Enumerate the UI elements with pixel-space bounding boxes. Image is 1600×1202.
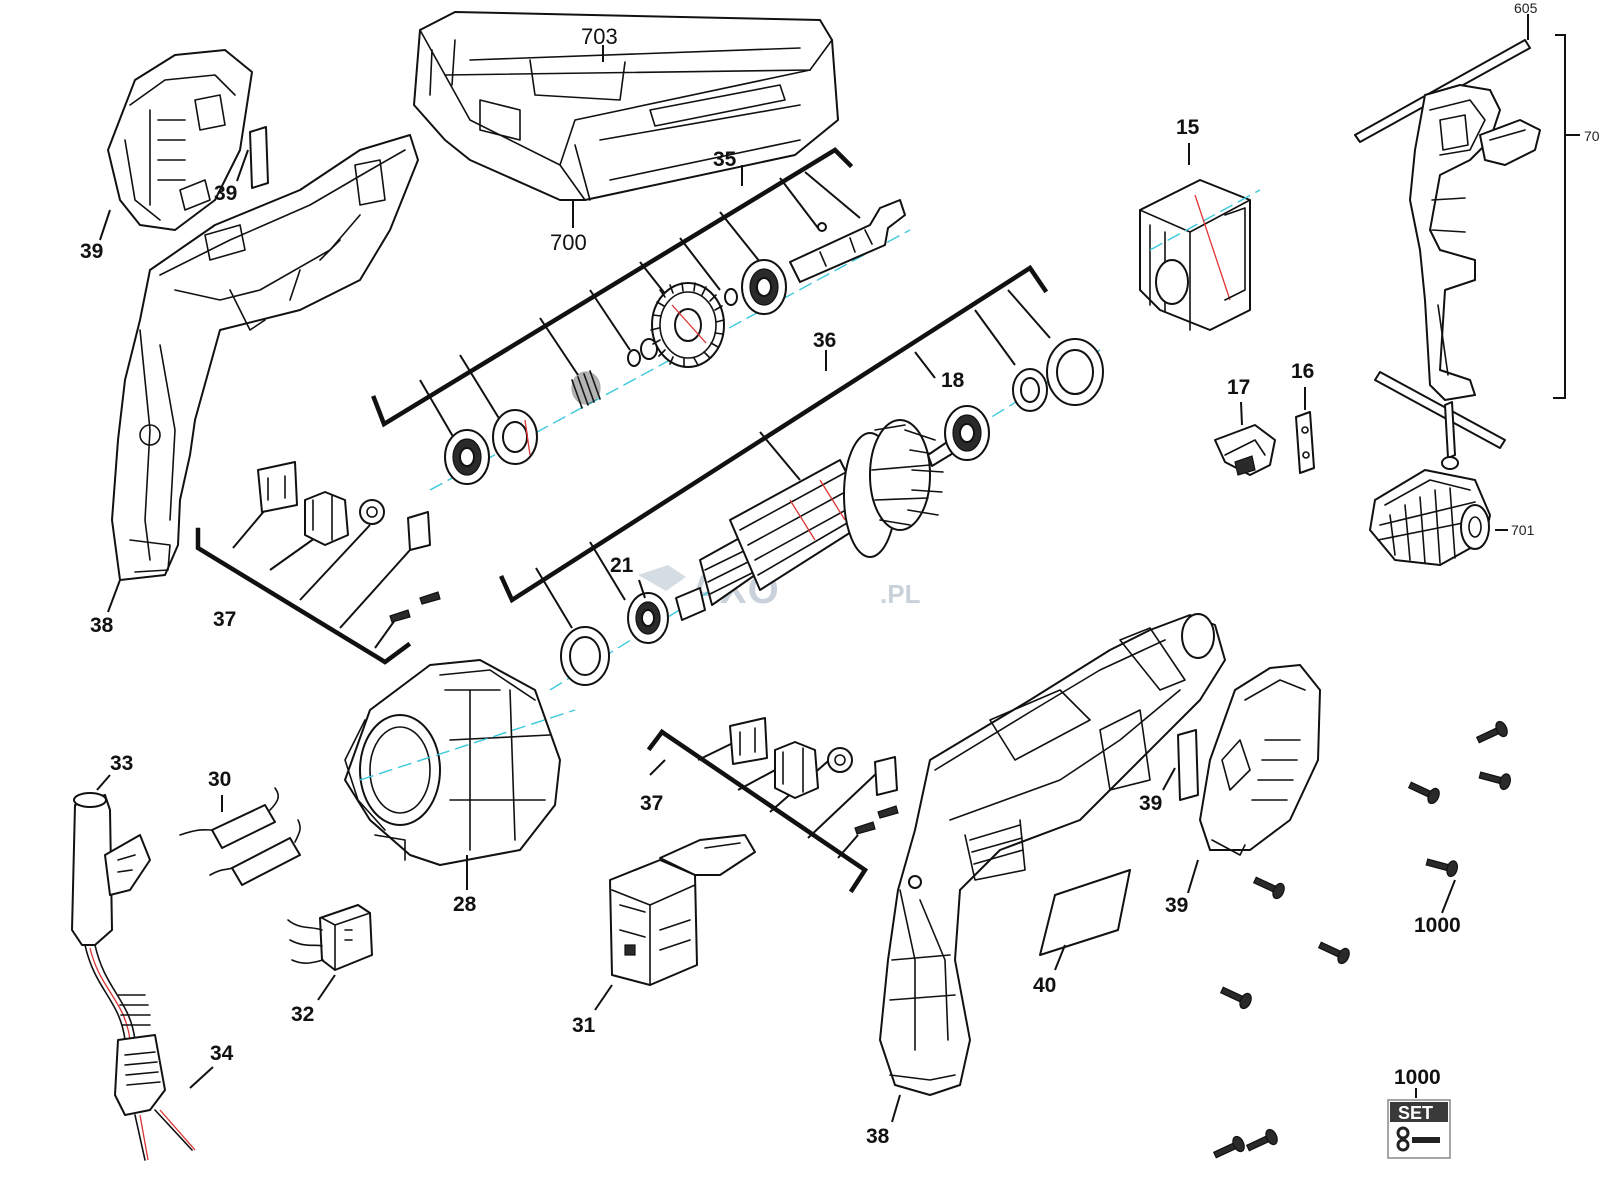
trigger-switch <box>609 834 756 986</box>
label-34-plug: 34 <box>210 1042 234 1065</box>
locking-plate <box>1295 411 1315 474</box>
label-703: 703 <box>581 24 618 49</box>
drill-chuck <box>1369 469 1491 566</box>
label-37-brush-left: 37 <box>213 608 236 631</box>
brush-holder-group-left <box>195 461 441 665</box>
label-700: 700 <box>550 230 587 255</box>
side-handle <box>1409 84 1541 401</box>
label-40-plate: 40 <box>1033 974 1056 997</box>
power-cord <box>71 792 196 1161</box>
leader-40 <box>1054 944 1066 971</box>
label-38-housing-left: 38 <box>90 614 114 637</box>
leader-38b <box>891 1094 901 1123</box>
leader-39d <box>1187 859 1199 894</box>
carrying-case <box>413 11 839 201</box>
label-18-bearing: 18 <box>941 369 965 392</box>
label-1000-set: 1000 <box>1394 1066 1441 1089</box>
watermark-suffix: .PL <box>880 579 921 609</box>
drill-chuck-key <box>1374 371 1506 470</box>
field-stator <box>344 659 576 866</box>
filter-block <box>287 904 373 971</box>
label-17-knob: 17 <box>1227 376 1250 399</box>
label-1000-screws: 1000 <box>1414 914 1461 937</box>
label-30-capacitor: 30 <box>208 768 231 791</box>
leader-39a <box>236 149 249 182</box>
suppressor-capacitors <box>179 787 301 886</box>
label-21-bearing: 21 <box>610 554 634 577</box>
leader-17 <box>1240 401 1243 426</box>
screws-set <box>1212 720 1511 1159</box>
label-16-plate: 16 <box>1291 360 1314 383</box>
brush-holder-group-right <box>646 717 899 894</box>
leader-39b <box>99 209 111 241</box>
leader-39c <box>1162 767 1176 791</box>
brush-cover-top-left <box>107 49 253 231</box>
assembled-drill-housing <box>879 613 1226 1096</box>
label-705-handle: 705 <box>1584 128 1600 144</box>
label-39-cover-top: 39 <box>214 182 237 205</box>
brush-cover-right <box>1199 664 1321 856</box>
screw-set-badge: SET <box>1387 1088 1451 1159</box>
leader-21 <box>638 579 646 599</box>
label-36-armature-group: 36 <box>813 329 836 352</box>
label-31-switch: 31 <box>572 1014 596 1037</box>
large-gear <box>650 282 725 368</box>
brush-label-strip-right <box>1177 729 1199 801</box>
gear-shaft-group <box>371 147 911 491</box>
label-33-cord-guard: 33 <box>110 752 133 775</box>
gear-housing-cap <box>1139 179 1261 331</box>
label-28-stator: 28 <box>453 893 477 916</box>
label-605-rod: 605 <box>1514 0 1538 16</box>
leader-32 <box>317 974 336 1001</box>
label-39-cover-right: 39 <box>1165 894 1188 917</box>
label-701-chuck: 701 <box>1511 522 1535 538</box>
selector-knob <box>1214 424 1276 476</box>
label-35-gear-group: 35 <box>713 148 737 171</box>
label-15-cap: 15 <box>1176 116 1200 139</box>
armature-rotor <box>675 419 956 621</box>
label-38-housing-right: 38 <box>866 1125 890 1148</box>
set-badge-text: SET <box>1398 1103 1433 1123</box>
leader-34 <box>189 1066 214 1089</box>
leader-33 <box>96 774 111 791</box>
leader-1000a <box>1441 879 1456 914</box>
housing-half-left <box>111 134 419 581</box>
accessory-bracket <box>1553 34 1580 399</box>
label-32-filter: 32 <box>291 1003 314 1026</box>
leader-31 <box>594 984 613 1011</box>
label-37-brush-right: 37 <box>640 792 663 815</box>
rating-label-plate <box>1039 869 1131 956</box>
brush-label-strip-top <box>249 126 269 189</box>
label-39-cover-left: 39 <box>80 240 103 263</box>
armature-group <box>499 264 1104 691</box>
leader-38a <box>107 579 121 613</box>
label-39-strip-right: 39 <box>1139 792 1162 815</box>
